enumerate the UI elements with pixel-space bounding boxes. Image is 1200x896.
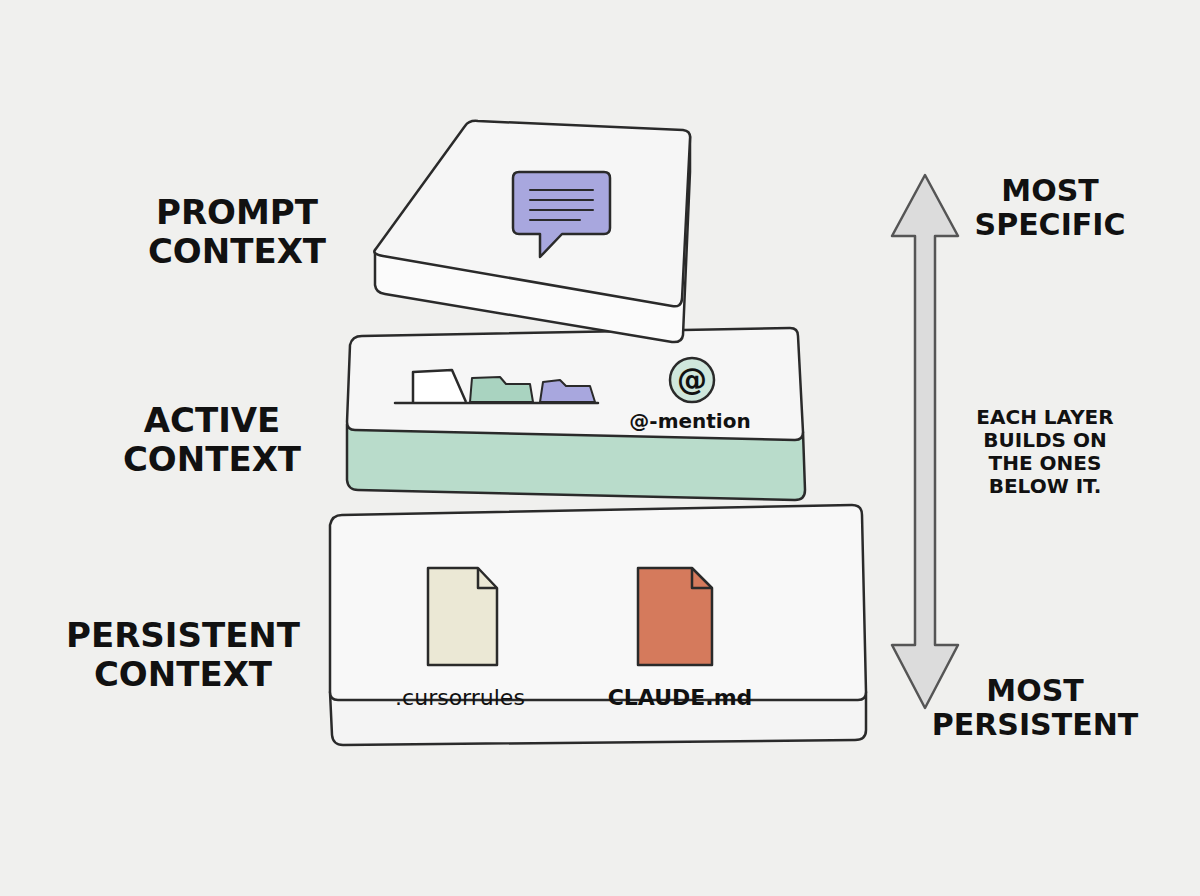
axis-label: MOST PERSISTENT (915, 674, 1155, 743)
axis-label: MOST SPECIFIC (950, 174, 1150, 243)
file-fold (692, 568, 712, 588)
file-icon (428, 568, 497, 665)
slab-top (374, 121, 690, 307)
chat-bubble (513, 172, 610, 257)
context-node: PERSISTENT CONTEXT.cursorrulesCLAUDE.md (40, 500, 880, 760)
slab-top (330, 505, 866, 700)
folder-tab (470, 377, 533, 402)
layer-label: ACTIVE CONTEXT (67, 401, 357, 479)
context-node: PROMPT CONTEXT (40, 110, 720, 360)
context-node: ACTIVE CONTEXT@@-mention (40, 320, 820, 510)
file-name: CLAUDE.md (595, 685, 765, 710)
chat-lines (530, 190, 593, 220)
slab-side (347, 424, 805, 500)
context-node: .cursorrules (390, 560, 540, 715)
slab-top (347, 328, 803, 440)
double-arrow (892, 175, 958, 708)
file-icon (638, 568, 712, 665)
layer-label: PERSISTENT CONTEXT (38, 616, 328, 694)
file-name: .cursorrules (385, 685, 535, 710)
folder-tab (413, 370, 466, 403)
mention-circle (670, 358, 714, 402)
mention-symbol: @ (670, 363, 714, 398)
folder-tab (540, 380, 595, 402)
axis-note: EACH LAYER BUILDS ON THE ONES BELOW IT. (970, 406, 1120, 498)
file-fold (478, 568, 497, 588)
context-node: @@-mention (630, 352, 760, 438)
folder-baseline (395, 402, 598, 405)
layer-label: PROMPT CONTEXT (92, 193, 382, 271)
context-node: CLAUDE.md (600, 560, 770, 715)
slab-side (375, 136, 690, 342)
mention-label: @-mention (625, 410, 755, 433)
